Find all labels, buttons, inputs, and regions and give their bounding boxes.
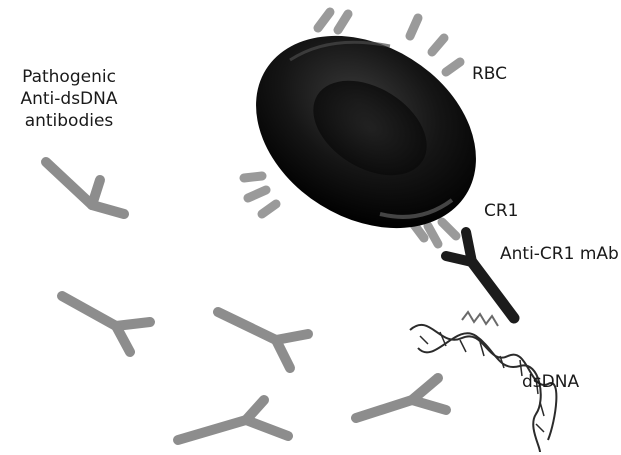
pathogenic-label-line1: Pathogenic bbox=[8, 66, 130, 88]
antibody-5 bbox=[356, 378, 446, 418]
pathogenic-label-line2: Anti-dsDNA bbox=[8, 88, 130, 110]
anti-cr1-mab-label: Anti-CR1 mAb bbox=[500, 243, 619, 265]
rbc bbox=[220, 0, 511, 267]
antibody-3 bbox=[218, 312, 308, 368]
cr1-label: CR1 bbox=[484, 200, 519, 222]
rbc-label: RBC bbox=[472, 63, 507, 85]
antibody-1 bbox=[46, 162, 124, 214]
pathogenic-antibodies-label: Pathogenic Anti-dsDNA antibodies bbox=[8, 66, 130, 132]
antibody-4 bbox=[178, 400, 288, 440]
antibody-2 bbox=[62, 296, 150, 352]
dsdna-label: dsDNA bbox=[522, 371, 579, 393]
pathogenic-label-line3: antibodies bbox=[8, 110, 130, 132]
